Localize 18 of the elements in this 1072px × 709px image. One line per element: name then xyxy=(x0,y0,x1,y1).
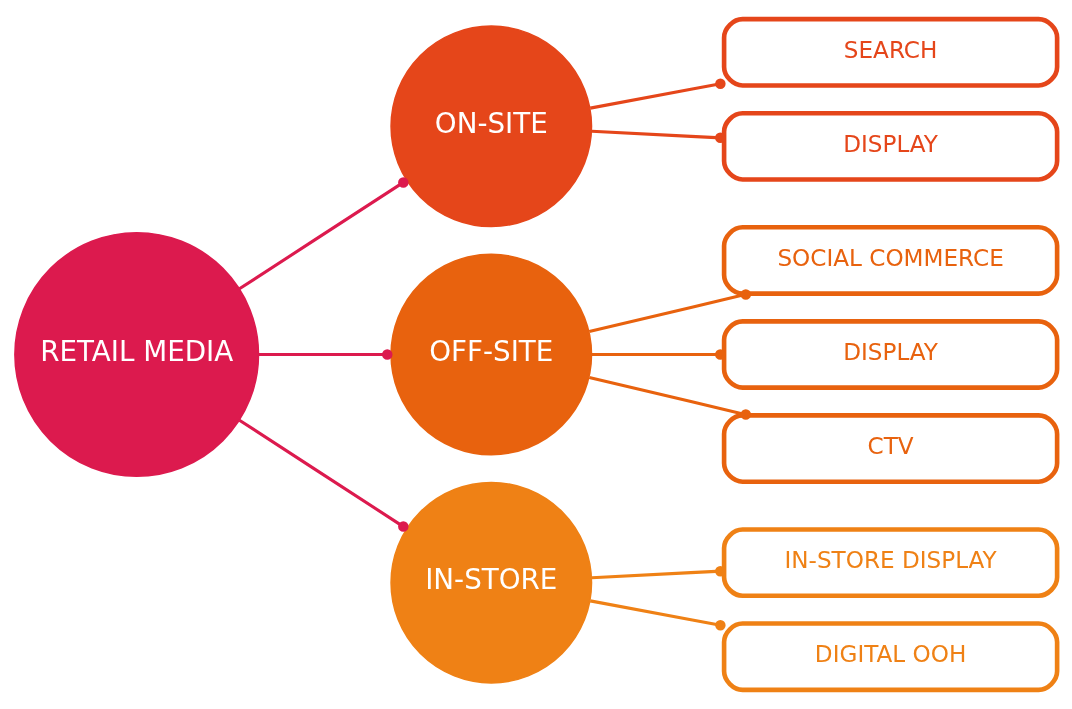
node-circle: OFF-SITE xyxy=(390,253,593,456)
connector xyxy=(588,289,752,334)
connector xyxy=(588,375,752,420)
node-box: DIGITAL OOH xyxy=(721,621,1060,693)
node-box: CTV xyxy=(721,413,1060,484)
connector xyxy=(590,78,726,110)
node-circle: RETAIL MEDIA xyxy=(14,231,260,478)
node-box: IN-STORE DISPLAY xyxy=(721,527,1060,599)
connector xyxy=(590,599,726,631)
node-box: SEARCH xyxy=(721,16,1060,88)
node-box: DISPLAY xyxy=(721,110,1060,182)
node-circle: IN-STORE xyxy=(390,481,593,684)
connector xyxy=(238,177,409,291)
node-circle: ON-SITE xyxy=(390,25,593,228)
connector xyxy=(238,418,409,532)
connector xyxy=(258,349,393,360)
node-box: SOCIAL COMMERCE xyxy=(721,225,1060,296)
node-box: DISPLAY xyxy=(721,319,1060,390)
